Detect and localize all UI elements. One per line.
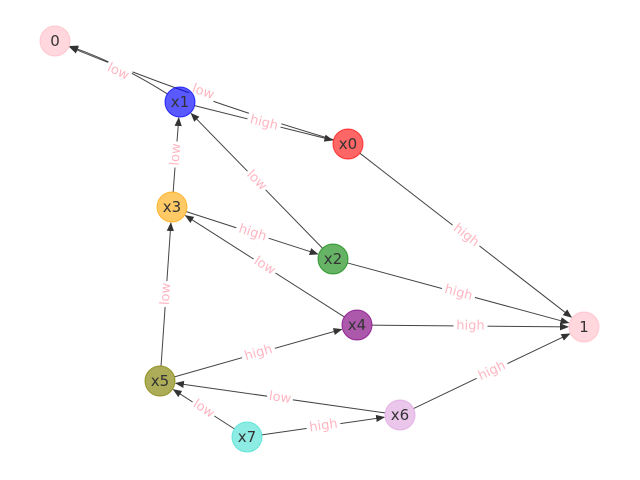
node-x5: x5 <box>144 365 176 397</box>
edge-label-x7-x5: low <box>188 395 219 423</box>
edge-label-x6-n1: high <box>473 356 511 386</box>
edge-label-x1-n0: low <box>102 59 134 85</box>
node-label: x7 <box>238 428 256 446</box>
edge-label-x7-x6: high <box>305 415 342 437</box>
node-x7: x7 <box>231 421 263 453</box>
node-circle <box>384 399 416 431</box>
node-x4: x4 <box>341 309 373 341</box>
node-label: x2 <box>324 250 342 268</box>
edge-label-x1-x0: high <box>245 111 283 135</box>
edge-label-text: low <box>168 142 185 166</box>
node-n1: 1 <box>568 311 600 343</box>
node-circle <box>568 311 600 343</box>
edge-label-text: low <box>268 389 292 407</box>
edge-label-x0-n0: low <box>188 80 218 104</box>
edge-label-x6-x5: low <box>266 388 294 408</box>
node-x6: x6 <box>384 399 416 431</box>
node-x3: x3 <box>156 191 188 223</box>
edge-label-text: high <box>308 417 338 436</box>
node-x1: x1 <box>164 86 196 118</box>
edge-label-x3-x1: low <box>167 140 185 169</box>
node-label: 0 <box>50 32 60 50</box>
edge-label-text: high <box>443 282 474 304</box>
edge-label-text: high <box>456 318 484 333</box>
node-x2: x2 <box>317 243 349 275</box>
node-circle <box>156 191 188 223</box>
node-x0: x0 <box>332 128 364 160</box>
edge-label-x5-x3: low <box>157 280 175 308</box>
edge-label-x2-n1: high <box>439 280 478 306</box>
node-circle <box>332 128 364 160</box>
node-circle <box>231 421 263 453</box>
node-label: 1 <box>579 318 589 336</box>
node-label: x0 <box>339 135 357 153</box>
edge-label-text: low <box>190 81 216 103</box>
edge-label-x4-x3: low <box>249 252 280 280</box>
edge-label-x3-x2: high <box>233 220 272 246</box>
node-n0: 0 <box>39 25 71 57</box>
node-label: x3 <box>163 198 181 216</box>
node-label: x1 <box>171 93 189 111</box>
node-circle <box>341 309 373 341</box>
nodes-layer: 0 x1 x0 x3 x2 x4 1 x5 x6 x7 <box>39 25 600 453</box>
edge-label-text: low <box>158 282 175 306</box>
edge-label-x0-n1: high <box>447 218 485 253</box>
node-circle <box>39 25 71 57</box>
node-circle <box>317 243 349 275</box>
node-label: x6 <box>391 406 409 424</box>
edge-label-text: high <box>476 358 508 384</box>
edge-label-x4-n1: high <box>453 317 488 335</box>
edge-label-text: high <box>248 112 279 133</box>
node-label: x4 <box>348 316 366 334</box>
node-circle <box>144 365 176 397</box>
node-label: x5 <box>151 372 169 390</box>
node-circle <box>164 86 196 118</box>
edge-label-x5-x4: high <box>239 340 278 366</box>
edge-label-text: high <box>243 342 274 364</box>
